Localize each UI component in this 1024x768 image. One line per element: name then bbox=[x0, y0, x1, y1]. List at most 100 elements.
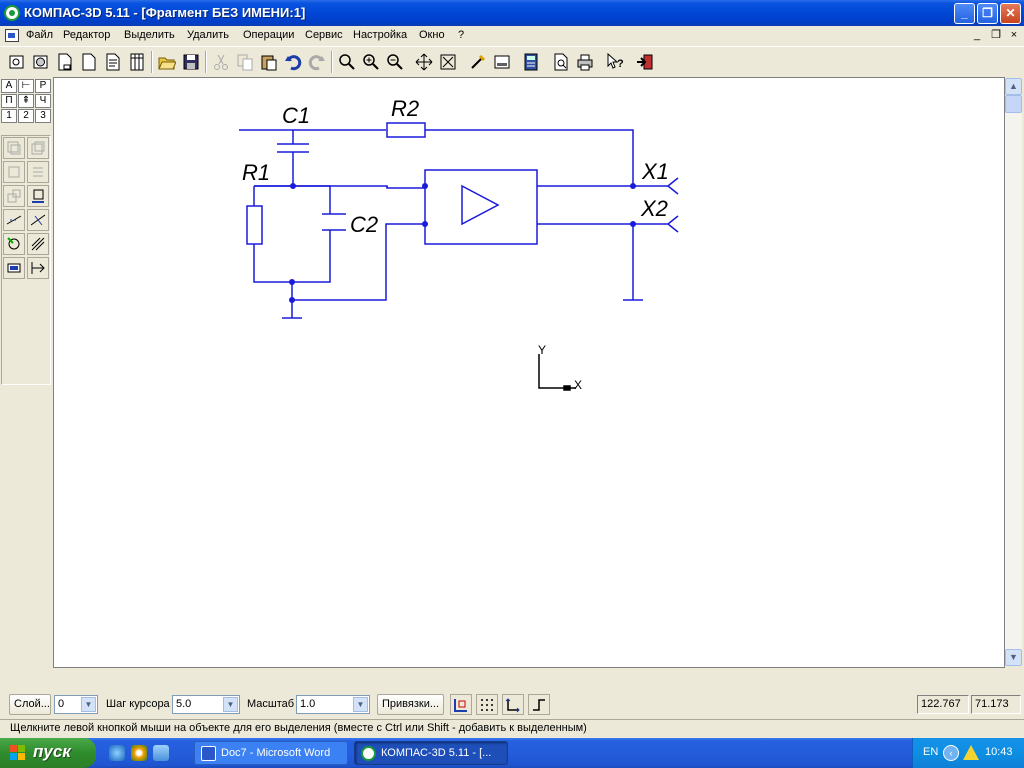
new-fragment-icon[interactable] bbox=[77, 50, 100, 73]
toolbar-separator bbox=[205, 51, 207, 73]
undo-icon[interactable] bbox=[281, 50, 304, 73]
print-icon[interactable] bbox=[573, 50, 596, 73]
task-word[interactable]: Doc7 - Microsoft Word bbox=[194, 741, 348, 765]
scale-select[interactable]: 1.0▼ bbox=[296, 695, 370, 714]
menu-select[interactable]: Выделить bbox=[124, 29, 175, 41]
new-text-doc-icon[interactable] bbox=[101, 50, 124, 73]
menu-editor[interactable]: Редактор bbox=[63, 29, 111, 41]
exit-icon[interactable] bbox=[633, 50, 656, 73]
menu-delete[interactable]: Удалить bbox=[187, 29, 229, 41]
toolbar-separator bbox=[331, 51, 333, 73]
kompas-app-icon[interactable] bbox=[4, 5, 20, 21]
zoom-fit-icon[interactable] bbox=[436, 50, 459, 73]
new-spec-icon[interactable] bbox=[125, 50, 148, 73]
select-view-icon[interactable] bbox=[3, 257, 25, 279]
media-player-icon[interactable] bbox=[131, 745, 147, 761]
dimensions-tab-icon[interactable]: ⊢ bbox=[18, 79, 34, 93]
select-object-icon[interactable] bbox=[3, 161, 25, 183]
window-title: КОМПАС-3D 5.11 - [Фрагмент БЕЗ ИМЕНИ:1] bbox=[24, 5, 306, 20]
language-indicator[interactable]: EN bbox=[923, 746, 939, 758]
chevron-down-icon[interactable]: ▼ bbox=[353, 697, 368, 712]
zoom-in-icon[interactable] bbox=[359, 50, 382, 73]
axis-y-label: Y bbox=[538, 343, 546, 357]
select-layer-icon[interactable] bbox=[27, 137, 49, 159]
menu-service[interactable]: Сервис bbox=[305, 29, 343, 41]
select-by-type-icon[interactable] bbox=[3, 185, 25, 207]
print-preview-icon[interactable] bbox=[549, 50, 572, 73]
amplifier-block bbox=[424, 169, 538, 245]
select-all-icon[interactable] bbox=[3, 233, 25, 255]
refresh-icon[interactable] bbox=[466, 50, 489, 73]
chevron-down-icon[interactable]: ▼ bbox=[81, 697, 96, 712]
pan-icon[interactable] bbox=[412, 50, 435, 73]
doc-restore-button[interactable]: ❐ bbox=[991, 29, 1001, 41]
close-button[interactable]: ✕ bbox=[1000, 3, 1021, 24]
edit-tab-icon[interactable]: П bbox=[1, 94, 17, 108]
select-by-dimension-icon[interactable] bbox=[27, 257, 49, 279]
minimize-button[interactable]: _ bbox=[954, 3, 975, 24]
scroll-thumb[interactable] bbox=[1005, 95, 1022, 113]
select-secant-icon[interactable] bbox=[3, 209, 25, 231]
zoom-out-icon[interactable] bbox=[383, 50, 406, 73]
label-c2: C2 bbox=[350, 212, 378, 237]
schematic-drawing: C1 R2 R1 C2 X1 X2 Y X bbox=[239, 96, 679, 392]
layer-select[interactable]: 0▼ bbox=[54, 695, 98, 714]
local-coordinate-icon[interactable] bbox=[450, 694, 472, 715]
context-help-icon[interactable]: ? bbox=[603, 50, 626, 73]
round-off-icon[interactable] bbox=[528, 694, 550, 715]
capacitor-c2 bbox=[322, 213, 346, 231]
redo-icon[interactable] bbox=[305, 50, 328, 73]
menu-operations[interactable]: Операции bbox=[243, 29, 295, 41]
save-icon[interactable] bbox=[179, 50, 202, 73]
new-assembly-icon[interactable] bbox=[5, 50, 28, 73]
show-all-icon[interactable] bbox=[490, 50, 513, 73]
new-drawing-icon[interactable] bbox=[53, 50, 76, 73]
capacitor-c1 bbox=[277, 143, 309, 153]
warning-icon[interactable] bbox=[963, 745, 979, 760]
menu-file[interactable]: Файл bbox=[26, 29, 54, 41]
cut-icon[interactable] bbox=[209, 50, 232, 73]
page-tab-3[interactable]: 3 bbox=[35, 109, 51, 123]
start-button[interactable]: пуск bbox=[0, 738, 96, 768]
select-style-icon[interactable] bbox=[27, 161, 49, 183]
new-part-icon[interactable] bbox=[29, 50, 52, 73]
drawing-canvas[interactable]: C1 R2 R1 C2 X1 X2 Y X bbox=[53, 77, 1005, 668]
task-kompas[interactable]: КОМПАС-3D 5.11 - [... bbox=[354, 741, 508, 765]
select-hatch-icon[interactable] bbox=[27, 233, 49, 255]
paste-icon[interactable] bbox=[257, 50, 280, 73]
grid-icon[interactable] bbox=[476, 694, 498, 715]
calculator-icon[interactable] bbox=[519, 50, 542, 73]
cursor-step-select[interactable]: 5.0▼ bbox=[172, 695, 240, 714]
doc-minimize-button[interactable]: _ bbox=[973, 29, 981, 41]
show-desktop-icon[interactable] bbox=[153, 745, 169, 761]
geometry-tab-icon[interactable]: A bbox=[1, 79, 17, 93]
menu-help[interactable]: ? bbox=[458, 29, 465, 41]
layer-button[interactable]: Слой... bbox=[9, 694, 51, 715]
restore-button[interactable]: ❐ bbox=[977, 3, 998, 24]
page-tab-2[interactable]: 2 bbox=[18, 109, 34, 123]
scroll-down-icon[interactable]: ▼ bbox=[1005, 649, 1022, 666]
copy-icon[interactable] bbox=[233, 50, 256, 73]
page-tab-1[interactable]: 1 bbox=[1, 109, 17, 123]
notation-tab-icon[interactable]: P bbox=[35, 79, 51, 93]
open-icon[interactable] bbox=[155, 50, 178, 73]
snaps-button[interactable]: Привязки... bbox=[377, 694, 444, 715]
doc-close-button[interactable]: × bbox=[1010, 29, 1018, 41]
select-window-icon[interactable] bbox=[3, 137, 25, 159]
menu-window[interactable]: Окно bbox=[419, 29, 445, 41]
internet-explorer-icon[interactable] bbox=[109, 745, 125, 761]
select-cross-icon[interactable] bbox=[27, 209, 49, 231]
svg-text:?: ? bbox=[617, 58, 624, 70]
orthogonal-mode-icon[interactable] bbox=[502, 694, 524, 715]
chevron-down-icon[interactable]: ▼ bbox=[223, 697, 238, 712]
zoom-icon[interactable] bbox=[335, 50, 358, 73]
menu-settings[interactable]: Настройка bbox=[353, 29, 408, 41]
scroll-up-icon[interactable]: ▲ bbox=[1005, 78, 1022, 95]
measure-tab-icon[interactable]: Ч bbox=[35, 94, 51, 108]
parametrization-tab-icon[interactable]: ⇞ bbox=[18, 94, 34, 108]
show-hidden-icons-icon[interactable]: ‹ bbox=[943, 745, 959, 761]
title-bar[interactable]: КОМПАС-3D 5.11 - [Фрагмент БЕЗ ИМЕНИ:1] … bbox=[0, 0, 1024, 26]
vertical-scrollbar[interactable]: ▲ ▼ bbox=[1005, 78, 1022, 666]
select-by-attribute-icon[interactable] bbox=[27, 185, 49, 207]
document-menu-icon[interactable] bbox=[5, 29, 19, 42]
